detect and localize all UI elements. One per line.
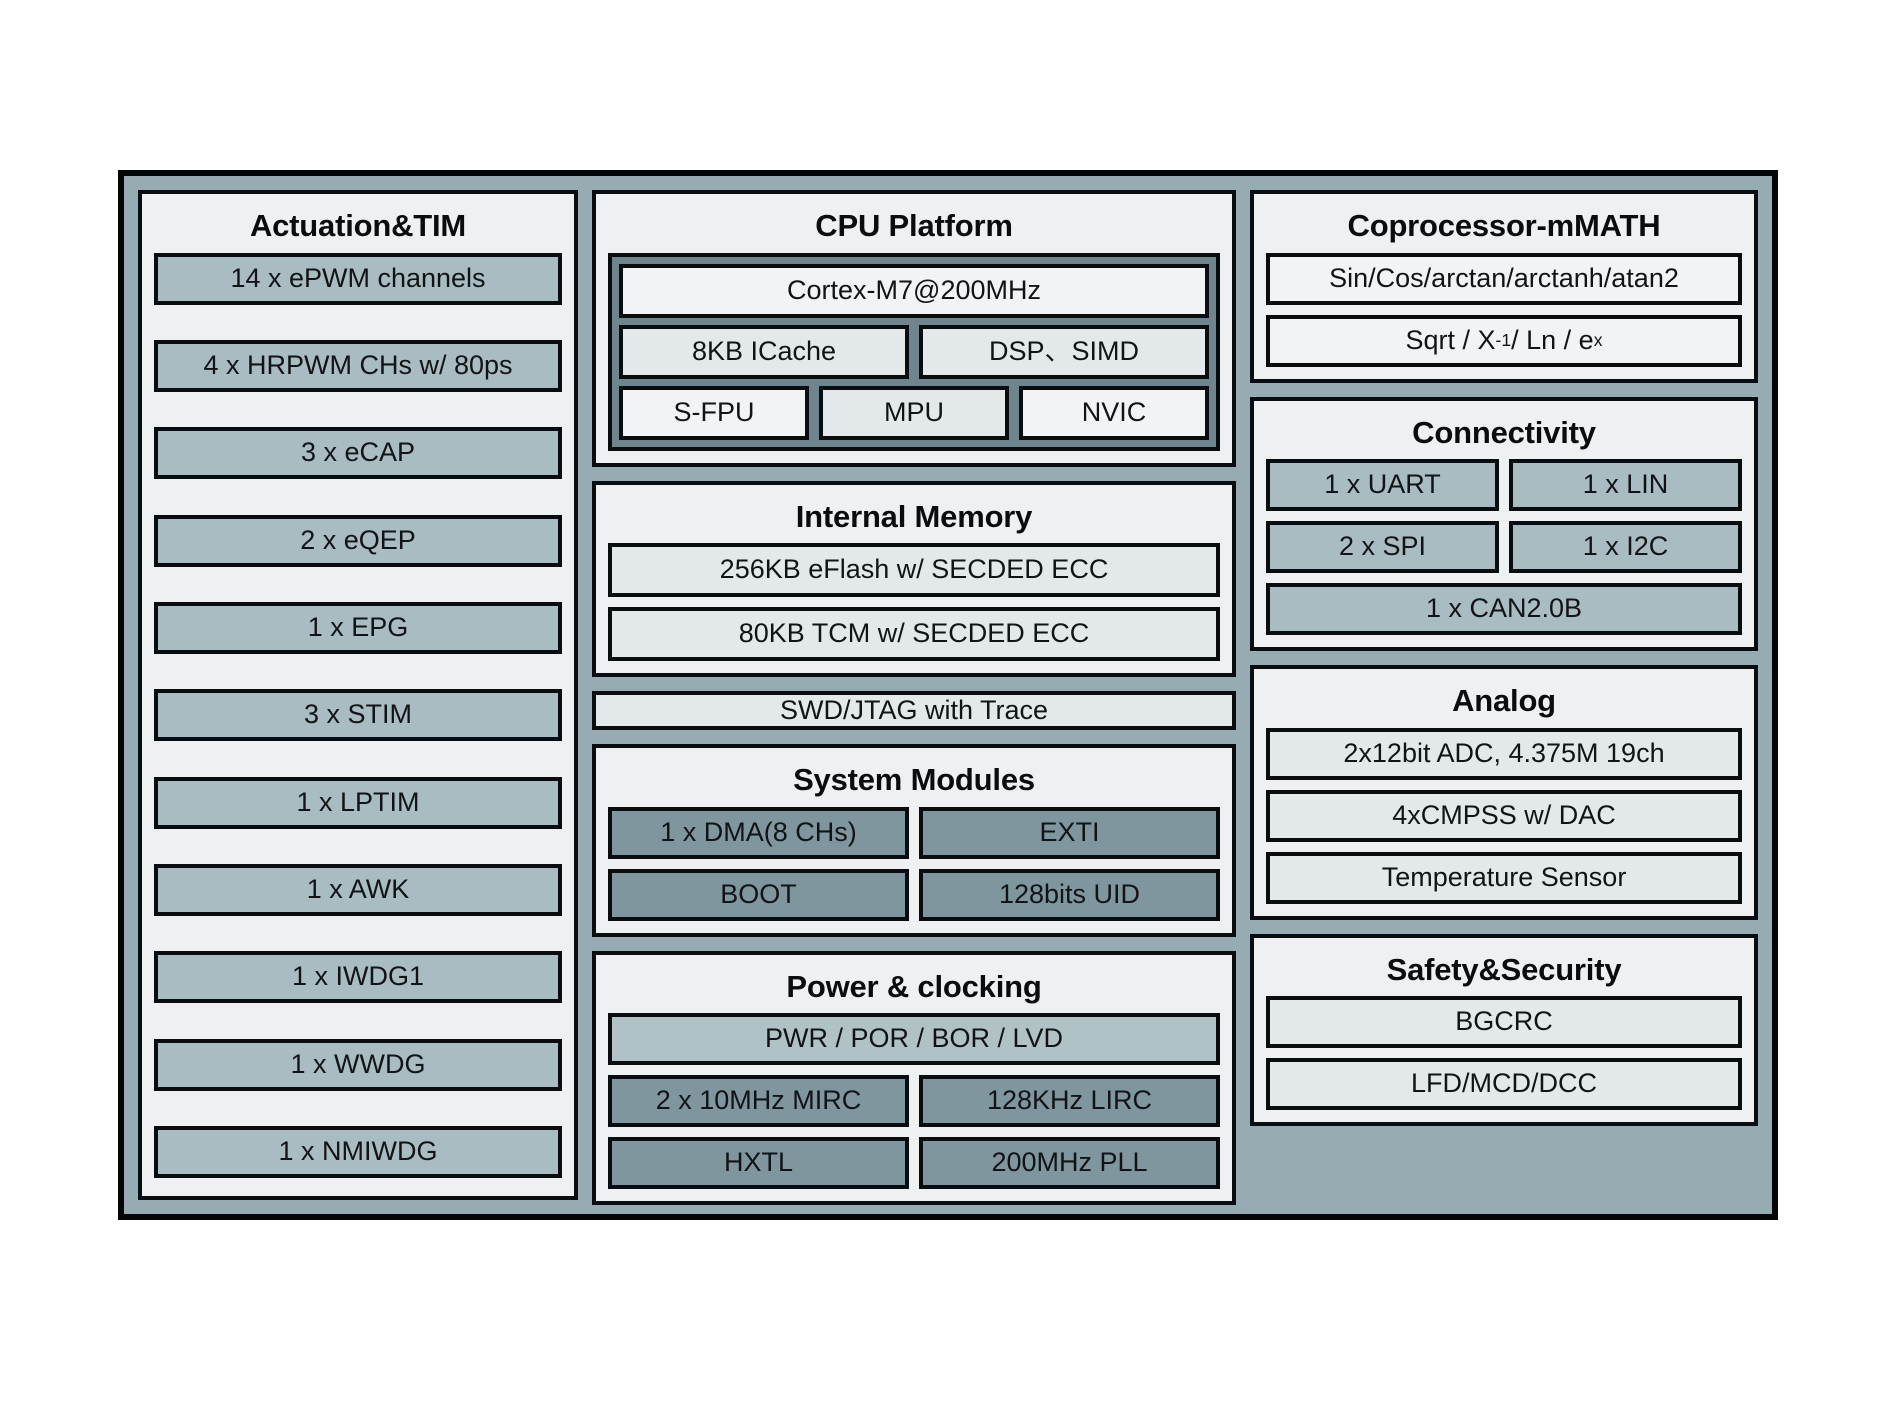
group-safety-security: Safety&Security BGCRC LFD/MCD/DCC bbox=[1250, 933, 1758, 1127]
group-title-safety-security: Safety&Security bbox=[1386, 951, 1622, 987]
block-mirc[interactable]: 2 x 10MHz MIRC bbox=[608, 1075, 909, 1128]
formula-exponent-x: x bbox=[1593, 329, 1603, 350]
group-title-analog: Analog bbox=[1452, 683, 1556, 719]
block-cortex-m7[interactable]: Cortex-M7@200MHz bbox=[619, 263, 1209, 318]
block-trig-functions[interactable]: Sin/Cos/arctan/arctanh/atan2 bbox=[1266, 252, 1742, 305]
block-spi[interactable]: 2 x SPI bbox=[1266, 521, 1499, 574]
block-epwm-channels[interactable]: 14 x ePWM channels bbox=[154, 252, 562, 305]
block-nmiwdg[interactable]: 1 x NMIWDG bbox=[154, 1125, 562, 1178]
column-core: CPU Platform Cortex-M7@200MHz 8KB ICache… bbox=[592, 190, 1236, 1206]
sysmod-row-1: 1 x DMA(8 CHs) EXTI bbox=[608, 806, 1220, 859]
block-awk[interactable]: 1 x AWK bbox=[154, 863, 562, 916]
block-hxtl[interactable]: HXTL bbox=[608, 1137, 909, 1190]
block-iwdg1[interactable]: 1 x IWDG1 bbox=[154, 951, 562, 1004]
block-epg[interactable]: 1 x EPG bbox=[154, 601, 562, 654]
block-lptim[interactable]: 1 x LPTIM bbox=[154, 776, 562, 829]
group-actuation-tim: Actuation&TIM 14 x ePWM channels 4 x HRP… bbox=[138, 190, 578, 1200]
group-title-cpu-platform: CPU Platform bbox=[815, 208, 1013, 243]
sysmod-row-2: BOOT 128bits UID bbox=[608, 868, 1220, 921]
column-actuation: Actuation&TIM 14 x ePWM channels 4 x HRP… bbox=[138, 190, 578, 1200]
block-eflash[interactable]: 256KB eFlash w/ SECDED ECC bbox=[608, 543, 1220, 598]
actuation-item-list: 14 x ePWM channels 4 x HRPWM CHs w/ 80ps… bbox=[154, 252, 562, 1184]
group-title-actuation-tim: Actuation&TIM bbox=[249, 208, 467, 243]
block-icache[interactable]: 8KB ICache bbox=[619, 324, 909, 379]
block-uart[interactable]: 1 x UART bbox=[1266, 459, 1499, 512]
connectivity-row-1: 1 x UART 1 x LIN bbox=[1266, 459, 1742, 512]
group-connectivity: Connectivity 1 x UART 1 x LIN 2 x SPI 1 … bbox=[1250, 396, 1758, 652]
block-temperature-sensor[interactable]: Temperature Sensor bbox=[1266, 851, 1742, 904]
group-power-clocking: Power & clocking PWR / POR / BOR / LVD 2… bbox=[592, 950, 1236, 1206]
cpu-row-cache-dsp: 8KB ICache DSP、SIMD bbox=[619, 324, 1209, 379]
block-bgcrc[interactable]: BGCRC bbox=[1266, 996, 1742, 1049]
block-hrpwm-channels[interactable]: 4 x HRPWM CHs w/ 80ps bbox=[154, 339, 562, 392]
formula-pre: Sqrt / X bbox=[1405, 324, 1496, 355]
block-wwdg[interactable]: 1 x WWDG bbox=[154, 1038, 562, 1091]
block-tcm[interactable]: 80KB TCM w/ SECDED ECC bbox=[608, 607, 1220, 662]
block-mpu[interactable]: MPU bbox=[819, 385, 1009, 440]
block-exti[interactable]: EXTI bbox=[919, 806, 1220, 859]
group-title-internal-memory: Internal Memory bbox=[795, 498, 1033, 534]
block-pwr-por-bor-lvd[interactable]: PWR / POR / BOR / LVD bbox=[608, 1013, 1220, 1066]
block-nvic[interactable]: NVIC bbox=[1019, 385, 1209, 440]
column-peripherals: Coprocessor-mMATH Sin/Cos/arctan/arctanh… bbox=[1250, 190, 1758, 1200]
cpu-row-fpu-mpu-nvic: S-FPU MPU NVIC bbox=[619, 385, 1209, 440]
block-stim[interactable]: 3 x STIM bbox=[154, 689, 562, 742]
formula-exponent-minus-one: -1 bbox=[1495, 329, 1512, 350]
block-ecap[interactable]: 3 x eCAP bbox=[154, 427, 562, 480]
formula-mid: / Ln / e bbox=[1511, 324, 1594, 355]
block-uid[interactable]: 128bits UID bbox=[919, 868, 1220, 921]
block-i2c[interactable]: 1 x I2C bbox=[1509, 521, 1742, 574]
block-swd-jtag-trace[interactable]: SWD/JTAG with Trace bbox=[592, 691, 1236, 731]
connectivity-row-2: 2 x SPI 1 x I2C bbox=[1266, 521, 1742, 574]
group-title-connectivity: Connectivity bbox=[1412, 414, 1596, 450]
block-lfd-mcd-dcc[interactable]: LFD/MCD/DCC bbox=[1266, 1058, 1742, 1111]
group-system-modules: System Modules 1 x DMA(8 CHs) EXTI BOOT … bbox=[592, 744, 1236, 937]
block-eqep[interactable]: 2 x eQEP bbox=[154, 514, 562, 567]
block-lirc[interactable]: 128KHz LIRC bbox=[919, 1075, 1220, 1128]
cpu-core-container: Cortex-M7@200MHz 8KB ICache DSP、SIMD S-F… bbox=[608, 252, 1220, 451]
block-boot[interactable]: BOOT bbox=[608, 868, 909, 921]
block-lin[interactable]: 1 x LIN bbox=[1509, 459, 1742, 512]
block-adc[interactable]: 2x12bit ADC, 4.375M 19ch bbox=[1266, 727, 1742, 780]
block-dsp-simd[interactable]: DSP、SIMD bbox=[919, 324, 1209, 379]
power-row-2: HXTL 200MHz PLL bbox=[608, 1137, 1220, 1190]
chip-block-diagram: Actuation&TIM 14 x ePWM channels 4 x HRP… bbox=[118, 170, 1778, 1220]
block-s-fpu[interactable]: S-FPU bbox=[619, 385, 809, 440]
group-coprocessor-mmath: Coprocessor-mMATH Sin/Cos/arctan/arctanh… bbox=[1250, 190, 1758, 383]
block-can[interactable]: 1 x CAN2.0B bbox=[1266, 583, 1742, 636]
power-row-1: 2 x 10MHz MIRC 128KHz LIRC bbox=[608, 1075, 1220, 1128]
group-title-system-modules: System Modules bbox=[793, 762, 1035, 798]
power-stack: PWR / POR / BOR / LVD 2 x 10MHz MIRC 128… bbox=[608, 1013, 1220, 1190]
block-cmpss[interactable]: 4xCMPSS w/ DAC bbox=[1266, 789, 1742, 842]
group-title-coprocessor-mmath: Coprocessor-mMATH bbox=[1347, 208, 1661, 243]
group-cpu-platform: CPU Platform Cortex-M7@200MHz 8KB ICache… bbox=[592, 190, 1236, 467]
group-analog: Analog 2x12bit ADC, 4.375M 19ch 4xCMPSS … bbox=[1250, 665, 1758, 920]
block-pll[interactable]: 200MHz PLL bbox=[919, 1137, 1220, 1190]
block-dma[interactable]: 1 x DMA(8 CHs) bbox=[608, 806, 909, 859]
group-title-power-clocking: Power & clocking bbox=[786, 968, 1042, 1004]
group-internal-memory: Internal Memory 256KB eFlash w/ SECDED E… bbox=[592, 480, 1236, 678]
